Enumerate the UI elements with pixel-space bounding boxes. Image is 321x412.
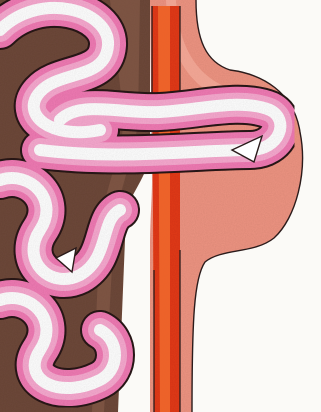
artery-highlight [158, 6, 170, 412]
